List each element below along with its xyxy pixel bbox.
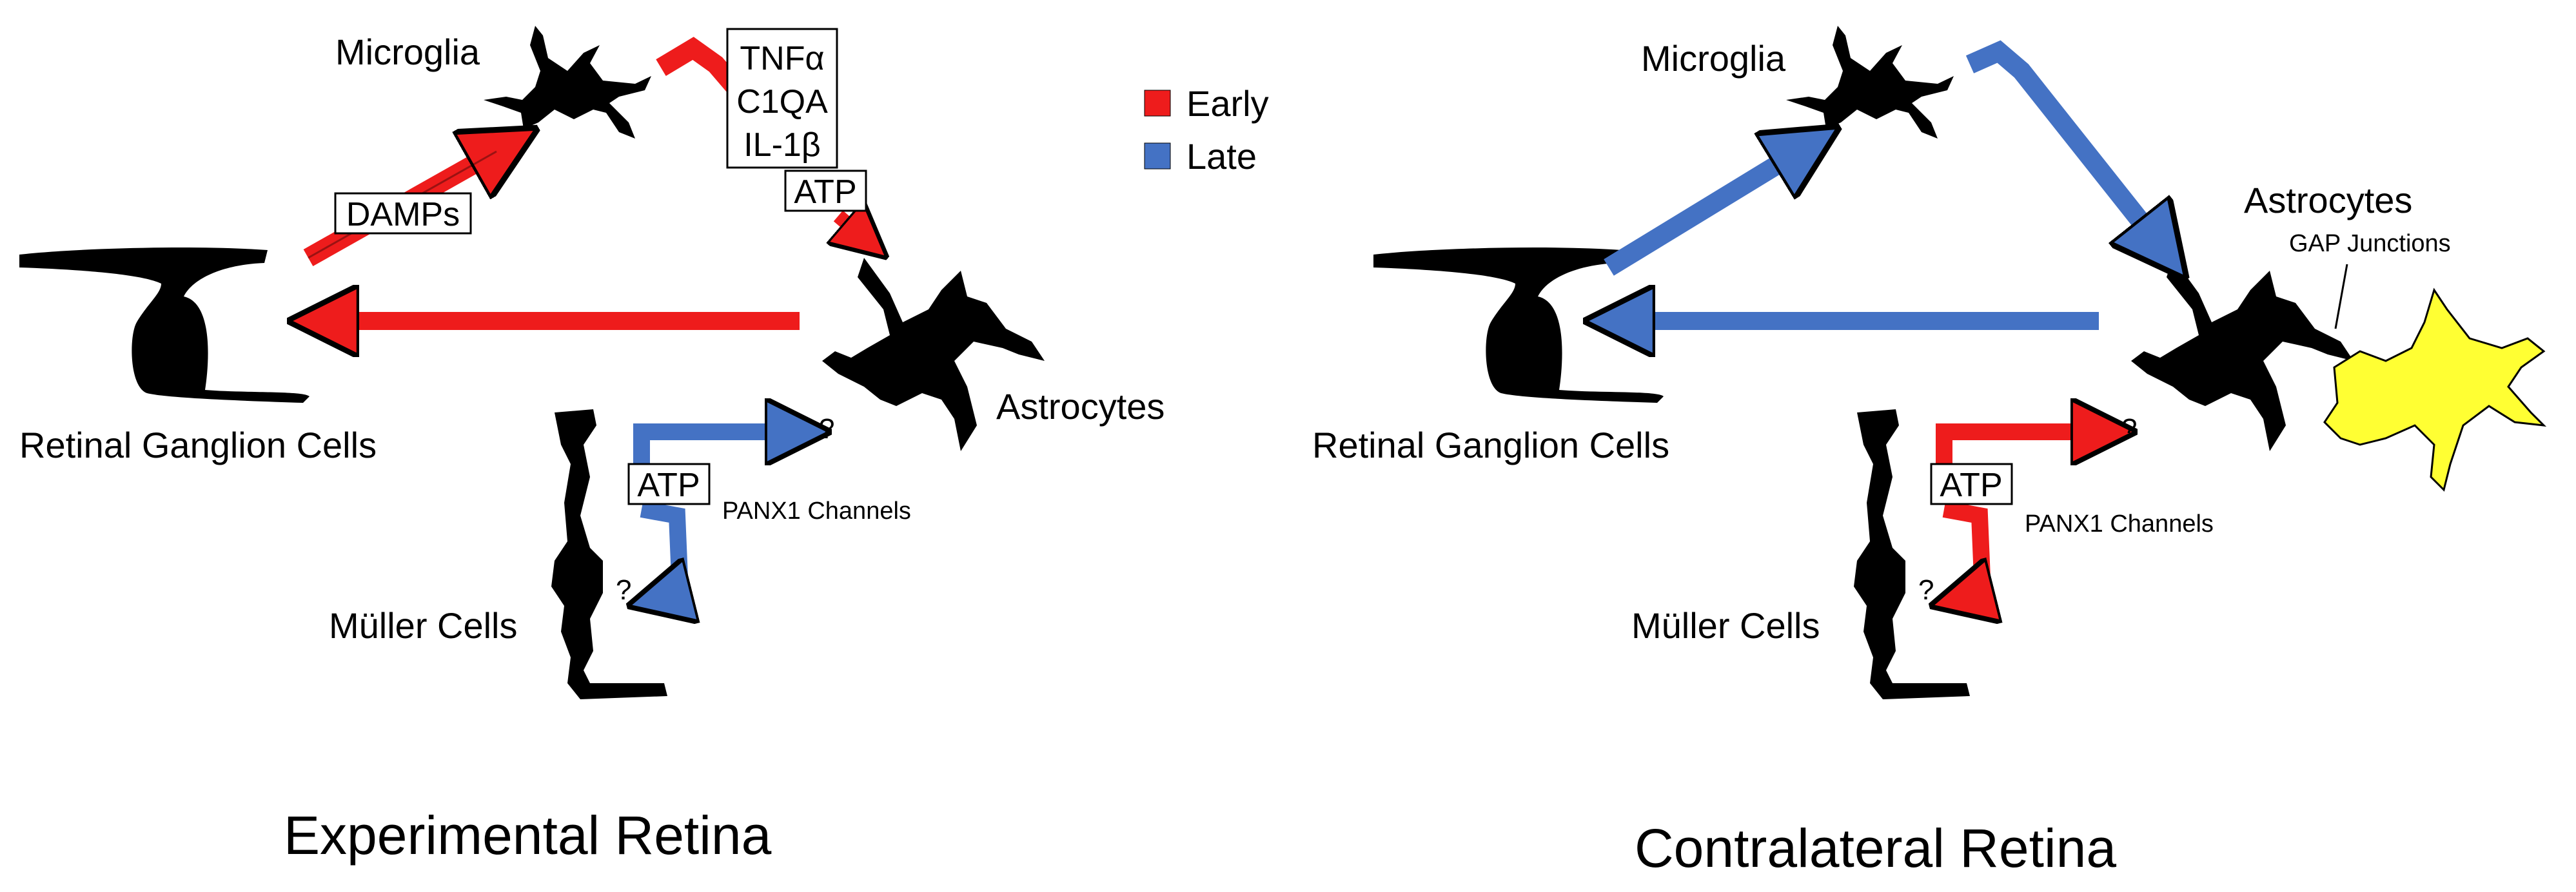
atp-box-top bbox=[784, 170, 867, 212]
cytokine-tnfa: TNFα bbox=[740, 40, 824, 77]
atp-box-bottom bbox=[627, 463, 711, 505]
atp-label-right: ATP bbox=[1940, 467, 2002, 504]
astrocytes-label-right: Astrocytes bbox=[2244, 180, 2412, 220]
panx1-late-arrow-down bbox=[642, 501, 680, 596]
microglia-cell-left bbox=[484, 26, 651, 139]
panx1-early-arrow-down bbox=[1944, 501, 1983, 596]
muller-cell-left bbox=[551, 409, 667, 699]
rgc-cell-left bbox=[19, 247, 310, 403]
microglia-cell-right bbox=[1786, 26, 1954, 139]
legend-late-swatch bbox=[1144, 142, 1171, 170]
panx1-label-left: PANX1 Channels bbox=[722, 498, 911, 525]
atp-to-astrocyte-arrow bbox=[838, 216, 861, 235]
astrocyte-cell-left bbox=[822, 258, 1045, 451]
atp-box-right bbox=[1930, 463, 2013, 505]
rgc-label-right: Retinal Ganglion Cells bbox=[1312, 425, 1669, 465]
atp-top-label: ATP bbox=[794, 173, 856, 211]
panx1-late-arrow-up bbox=[633, 432, 790, 474]
right-panel: ATP Microglia Astrocytes GAP Junctions R… bbox=[1312, 26, 2547, 878]
legend-late-label: Late bbox=[1186, 136, 1257, 177]
muller-cell-right bbox=[1854, 409, 1970, 699]
panel-title-right: Contralateral Retina bbox=[1635, 818, 2116, 878]
question-mark-right-2: ? bbox=[1918, 574, 1934, 606]
panel-title-left: Experimental Retina bbox=[284, 805, 772, 866]
muller-label-right: Müller Cells bbox=[1631, 605, 1820, 646]
question-mark-left-1: ? bbox=[819, 413, 834, 445]
microglia-label-left: Microglia bbox=[335, 32, 480, 72]
atp-bottom-label: ATP bbox=[637, 467, 700, 504]
legend: Early Late bbox=[1144, 83, 1269, 177]
rgc-cell-right bbox=[1373, 247, 1664, 403]
microglia-label-right: Microglia bbox=[1641, 38, 1786, 79]
microglia-to-astrocyte-arrow-right bbox=[1965, 40, 2157, 242]
legend-early-swatch bbox=[1144, 90, 1171, 117]
left-panel: DAMPs TNFα C1QA IL-1β ATP ATP Microglia … bbox=[19, 26, 1165, 866]
gap-junction-astrocyte bbox=[2323, 287, 2547, 492]
damps-label: DAMPs bbox=[346, 196, 460, 233]
panx1-label-right: PANX1 Channels bbox=[2025, 510, 2214, 538]
rgc-label-left: Retinal Ganglion Cells bbox=[19, 425, 377, 465]
question-mark-right-1: ? bbox=[2121, 413, 2137, 445]
damps-box bbox=[334, 192, 472, 235]
microglia-to-cytokines-arrow bbox=[656, 37, 743, 93]
gap-junctions-label: GAP Junctions bbox=[2289, 230, 2451, 257]
panx1-early-arrow-up bbox=[1936, 432, 2096, 474]
cytokine-c1qa: C1QA bbox=[736, 83, 828, 121]
muller-label-left: Müller Cells bbox=[329, 605, 518, 646]
question-mark-left-2: ? bbox=[616, 574, 631, 606]
rgc-to-microglia-arrow-right bbox=[1604, 151, 1799, 276]
astrocytes-label-left: Astrocytes bbox=[996, 386, 1165, 427]
cytokine-il1b: IL-1β bbox=[743, 126, 821, 164]
cytokine-box bbox=[726, 28, 838, 169]
legend-early-label: Early bbox=[1186, 83, 1269, 124]
astrocyte-cell-right bbox=[2131, 258, 2354, 451]
gap-junction-pointer bbox=[2334, 264, 2348, 329]
